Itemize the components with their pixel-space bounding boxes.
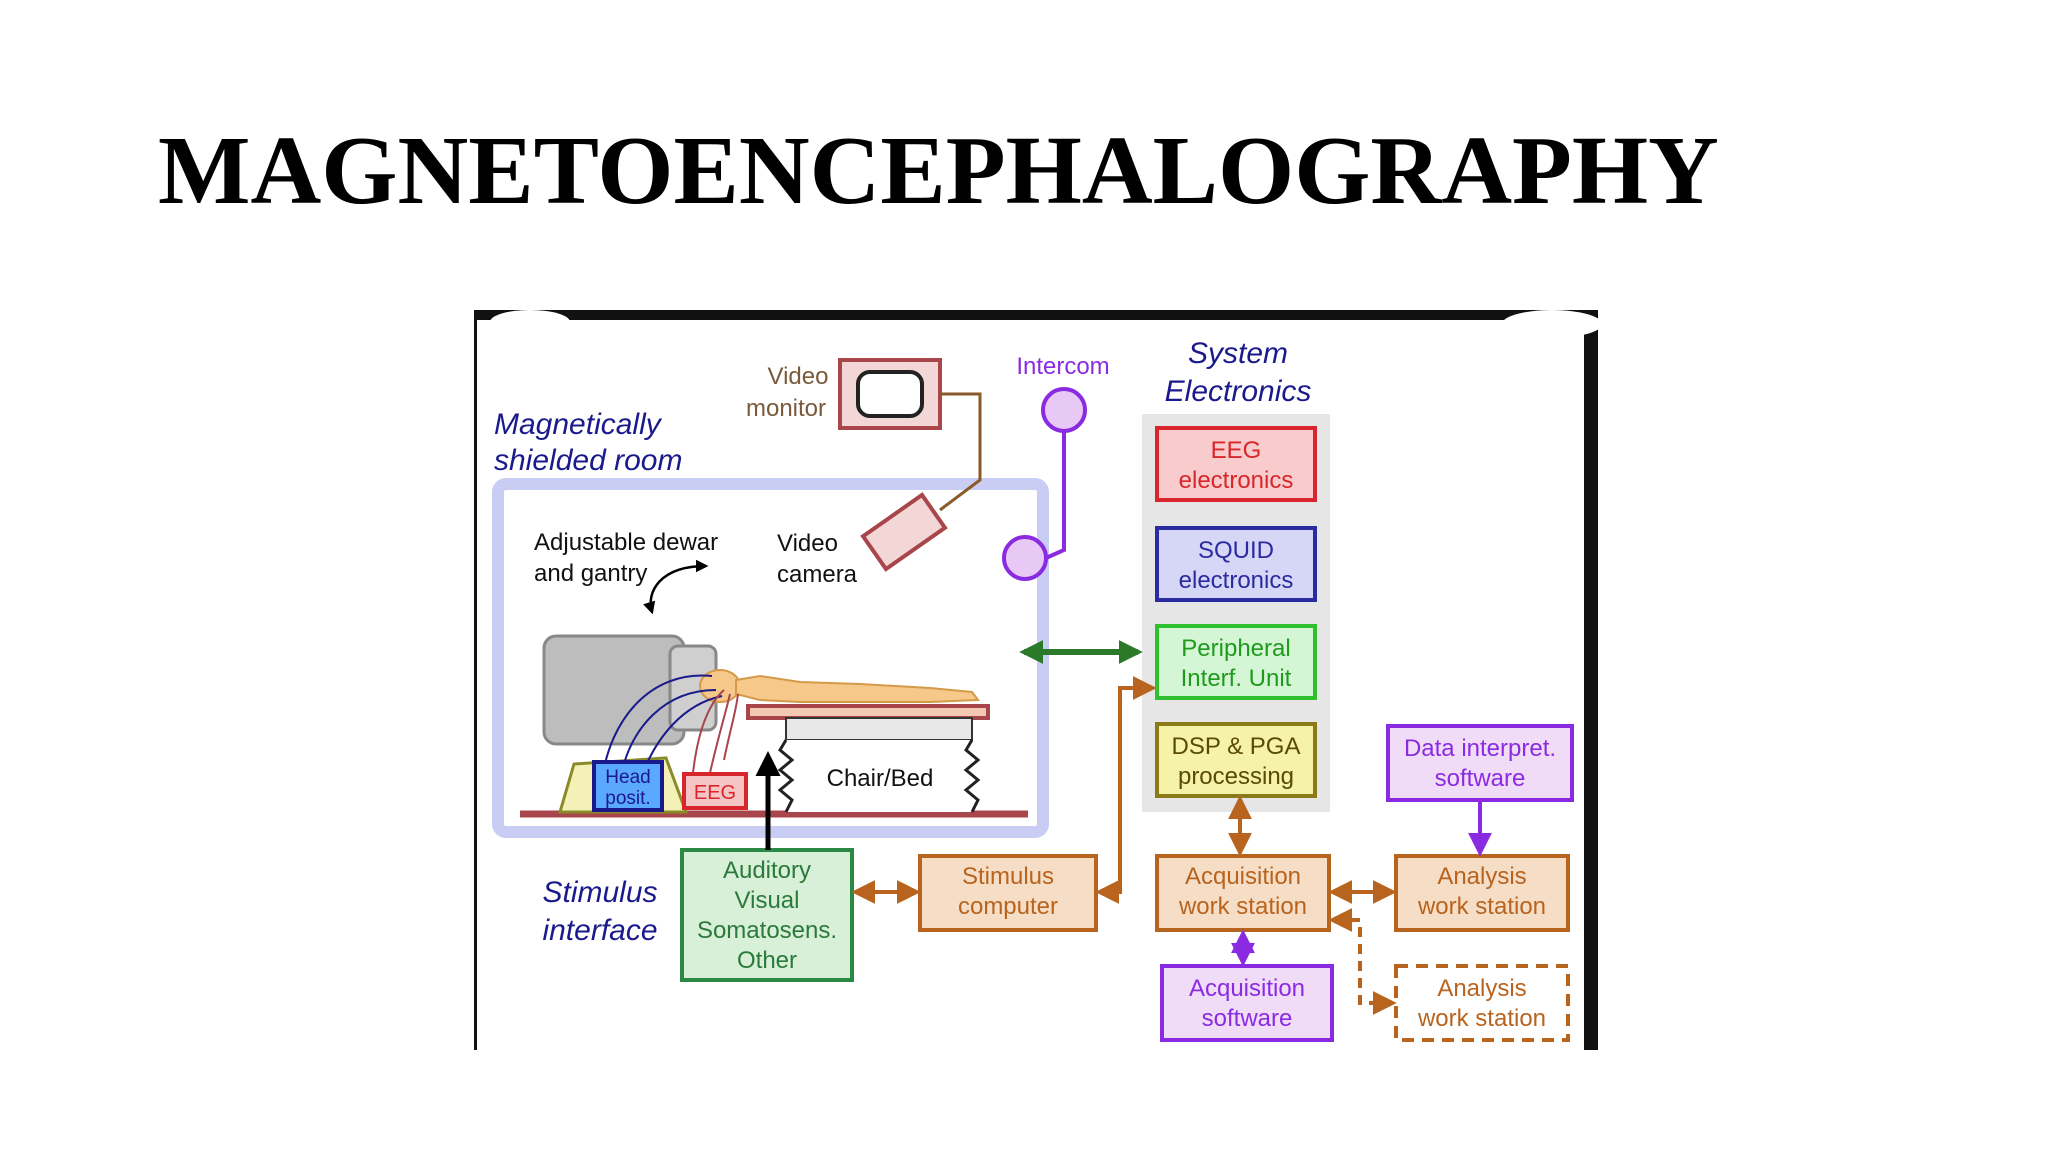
chair-bed-label: Chair/Bed (827, 765, 934, 792)
dewar-curved-arrow (643, 559, 709, 615)
optional-analysis-workstation-label-line1: Analysis (1437, 975, 1526, 1002)
video-monitor (838, 358, 942, 430)
system-electronics-label-line2: Electronics (1165, 375, 1312, 408)
optional-analysis-workstation-label: Analysis work station (1417, 975, 1546, 1032)
slide-title: MAGNETOENCEPHALOGRAPHY (158, 117, 1719, 225)
squid-electronics-label: SQUID electronics (1179, 537, 1294, 594)
video-camera (860, 492, 948, 572)
video-camera-label-line2: camera (777, 561, 858, 588)
acquisition-software-box (1160, 964, 1334, 1042)
stimulus-computer-label: Stimulus computer (958, 863, 1058, 920)
eeg-small-label: EEG (694, 782, 736, 804)
stimulus-types-label: Auditory Visual Somatosens. Other (697, 857, 837, 974)
video-camera-label: Video camera (777, 530, 858, 588)
peripheral-interface-label-line1: Peripheral (1181, 635, 1290, 662)
monitor-camera-cable (939, 392, 982, 512)
stimulus-types-label-line3: Somatosens. (697, 917, 837, 944)
optional-analysis-dashed-arrow (1328, 908, 1397, 1015)
chair-bed (746, 704, 990, 813)
peripheral-interface-label-line2: Interf. Unit (1181, 665, 1292, 692)
dsp-pga-label: DSP & PGA processing (1172, 733, 1301, 790)
dewar-label: Adjustable dewar and gantry (534, 529, 718, 587)
optional-analysis-workstation-label-line2: work station (1417, 1005, 1546, 1032)
shielded-room-label: Magnetically shielded room (494, 408, 682, 477)
analysis-workstation-label-line1: Analysis (1437, 863, 1526, 890)
squid-electronics-label-line2: electronics (1179, 567, 1294, 594)
stimulus-types-box (680, 848, 854, 982)
video-monitor-label: Video monitor (746, 363, 828, 422)
eeg-electronics-label-line1: EEG (1211, 437, 1262, 464)
data-interpret-label: Data interpret. software (1404, 735, 1556, 792)
dsp-pga-label-line2: processing (1178, 763, 1294, 790)
head-position-label: Head posit. (605, 767, 650, 809)
squid-electronics-label-line1: SQUID (1198, 537, 1274, 564)
stimulus-types-label-line1: Auditory (723, 857, 811, 884)
acquisition-software-label: Acquisition software (1189, 975, 1305, 1032)
intercom (1002, 387, 1087, 581)
data-interpret-label-line2: software (1435, 765, 1526, 792)
head-position-label-line2: posit. (605, 788, 650, 809)
video-monitor-label-line1: Video (768, 363, 829, 390)
analysis-workstation-label: Analysis work station (1417, 863, 1546, 920)
acquisition-workstation-label-line2: work station (1178, 893, 1307, 920)
peripheral-interface-label: Peripheral Interf. Unit (1181, 635, 1292, 692)
acquisition-workstation-label-line1: Acquisition (1185, 863, 1301, 890)
head-position-label-line1: Head (605, 767, 650, 788)
stimulus-computer-label-line1: Stimulus (962, 863, 1054, 890)
shielded-room-label-line1: Magnetically (494, 408, 663, 441)
video-monitor-label-line2: monitor (746, 395, 826, 422)
squid-electronics-box (1155, 526, 1317, 602)
shielded-room-label-line2: shielded room (494, 444, 682, 477)
stimulus-interface-label: Stimulus interface (542, 876, 657, 947)
eeg-electronics-label: EEG electronics (1179, 437, 1294, 494)
eeg-small-box (682, 772, 748, 810)
stimulus-computer-label-line2: computer (958, 893, 1058, 920)
head-position-box (592, 760, 664, 812)
stimulus-computer-peripheral-arrow (1095, 676, 1157, 904)
stimulus-interface-label-line1: Stimulus (542, 876, 657, 909)
acquisition-workstation-label: Acquisition work station (1178, 863, 1307, 920)
dewar-gantry (542, 634, 718, 814)
system-electronics-label: System Electronics (1165, 337, 1312, 408)
data-interpret-box (1386, 724, 1574, 802)
stimulus-types-label-line2: Visual (735, 887, 800, 914)
stimulus-types-label-line4: Other (737, 947, 797, 974)
stimulus-computer-box (918, 854, 1098, 932)
eeg-electronics-label-line2: electronics (1179, 467, 1294, 494)
analysis-workstation-box (1394, 854, 1570, 932)
dewar-label-line2: and gantry (534, 560, 647, 587)
data-interpret-label-line1: Data interpret. (1404, 735, 1556, 762)
dewar-label-line1: Adjustable dewar (534, 529, 718, 556)
system-electronics-label-line1: System (1188, 337, 1288, 370)
dsp-pga-label-line1: DSP & PGA (1172, 733, 1301, 760)
analysis-workstation-label-line2: work station (1417, 893, 1546, 920)
eeg-electronics-box (1155, 426, 1317, 502)
peripheral-interface-box (1155, 624, 1317, 700)
acquisition-software-label-line1: Acquisition (1189, 975, 1305, 1002)
stimulus-interface-label-line2: interface (542, 914, 657, 947)
acquisition-software-label-line2: software (1202, 1005, 1293, 1032)
intercom-label: Intercom (1016, 353, 1109, 380)
video-camera-label-line1: Video (777, 530, 838, 557)
optional-analysis-workstation-box (1394, 964, 1570, 1042)
